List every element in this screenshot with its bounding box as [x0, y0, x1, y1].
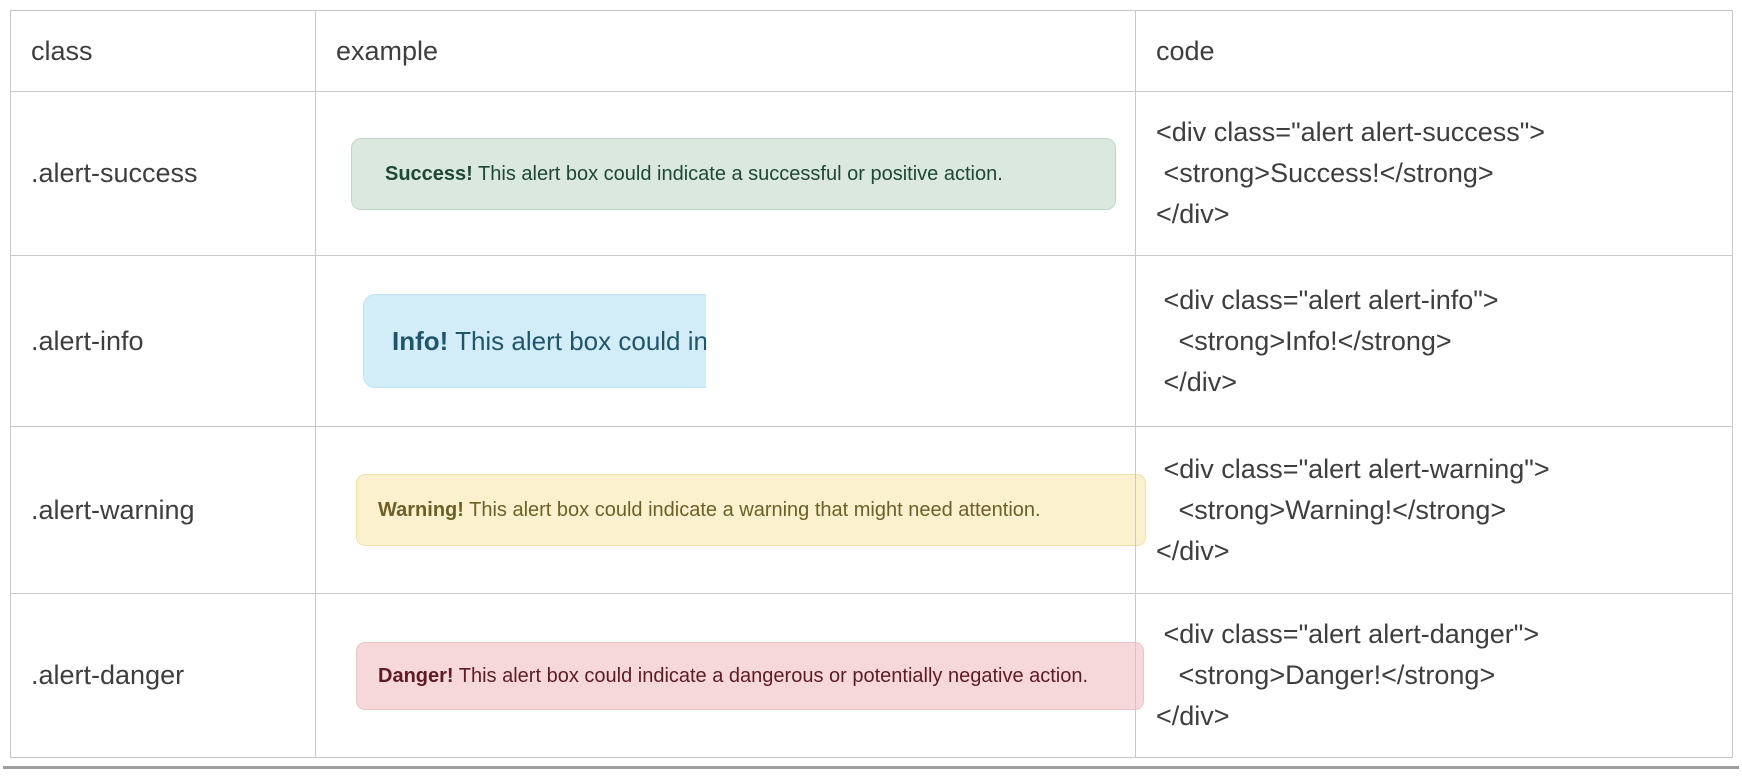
class-name-cell: .alert-success	[10, 91, 316, 256]
class-name-cell: .alert-danger	[10, 593, 316, 758]
alerts-reference-table-wrap: class example code .alert-success Success…	[10, 10, 1733, 758]
code-line: </div>	[1156, 366, 1238, 397]
code-line: <div class="alert alert-success">	[1156, 117, 1546, 147]
code-cell: <div class="alert alert-info"> <strong>I…	[1135, 255, 1733, 427]
header-cell-code: code	[1135, 10, 1733, 92]
alert-example-info: Info! This alert box could in	[363, 294, 706, 388]
table-row-info: .alert-info Info! This alert box could in…	[10, 255, 1733, 427]
alert-bold-text: Warning!	[378, 499, 464, 521]
code-cell: <div class="alert alert-success"> <stron…	[1135, 91, 1733, 256]
code-line: <strong>Info!</strong>	[1156, 325, 1452, 356]
table-row-warning: .alert-warning Warning! This alert box co…	[10, 426, 1733, 594]
alert-text: This alert box could indicate a dangerou…	[453, 664, 1089, 687]
alert-bold-text: Danger!	[378, 664, 454, 687]
code-line: <div class="alert alert-warning">	[1156, 453, 1550, 484]
alert-text: This alert box could indicate a warning …	[463, 499, 1041, 521]
code-cell: <div class="alert alert-warning"> <stron…	[1135, 426, 1733, 594]
table-row-danger: .alert-danger Danger! This alert box coul…	[10, 593, 1733, 758]
code-line: <strong>Warning!</strong>	[1156, 494, 1507, 525]
code-line: <strong>Success!</strong>	[1156, 158, 1494, 188]
header-cell-class: class	[10, 10, 316, 92]
alert-text: This alert box could indicate a successf…	[472, 162, 1003, 185]
example-cell: Danger! This alert box could indicate a …	[315, 593, 1144, 758]
table-row-success: .alert-success Success! This alert box co…	[10, 91, 1733, 256]
bottom-divider	[3, 766, 1739, 769]
example-cell: Success! This alert box could indicate a…	[315, 91, 1136, 256]
header-cell-example: example	[315, 10, 1136, 92]
alert-text: This alert box could in	[448, 326, 706, 356]
alert-example-danger: Danger! This alert box could indicate a …	[356, 641, 1144, 710]
alert-example-warning: Warning! This alert box could indicate a…	[356, 474, 1146, 546]
code-cell: <div class="alert alert-danger"> <strong…	[1135, 593, 1733, 758]
table-body: .alert-success Success! This alert box co…	[10, 91, 1733, 758]
code-line: <div class="alert alert-danger">	[1156, 619, 1540, 649]
example-cell: Info! This alert box could in	[315, 255, 1136, 427]
code-line: </div>	[1156, 701, 1230, 731]
alerts-reference-table: class example code .alert-success Success…	[10, 10, 1733, 758]
code-line: <strong>Danger!</strong>	[1156, 660, 1496, 690]
table-header-row: class example code	[10, 10, 1733, 92]
code-line: </div>	[1156, 535, 1230, 566]
class-name-cell: .alert-warning	[10, 426, 316, 594]
example-cell: Warning! This alert box could indicate a…	[315, 426, 1146, 594]
alert-bold-text: Success!	[385, 162, 473, 185]
code-line: </div>	[1156, 199, 1230, 229]
code-line: <div class="alert alert-info">	[1156, 284, 1499, 315]
class-name-cell: .alert-info	[10, 255, 316, 427]
alert-example-success: Success! This alert box could indicate a…	[351, 137, 1116, 210]
alert-bold-text: Info!	[392, 326, 449, 356]
